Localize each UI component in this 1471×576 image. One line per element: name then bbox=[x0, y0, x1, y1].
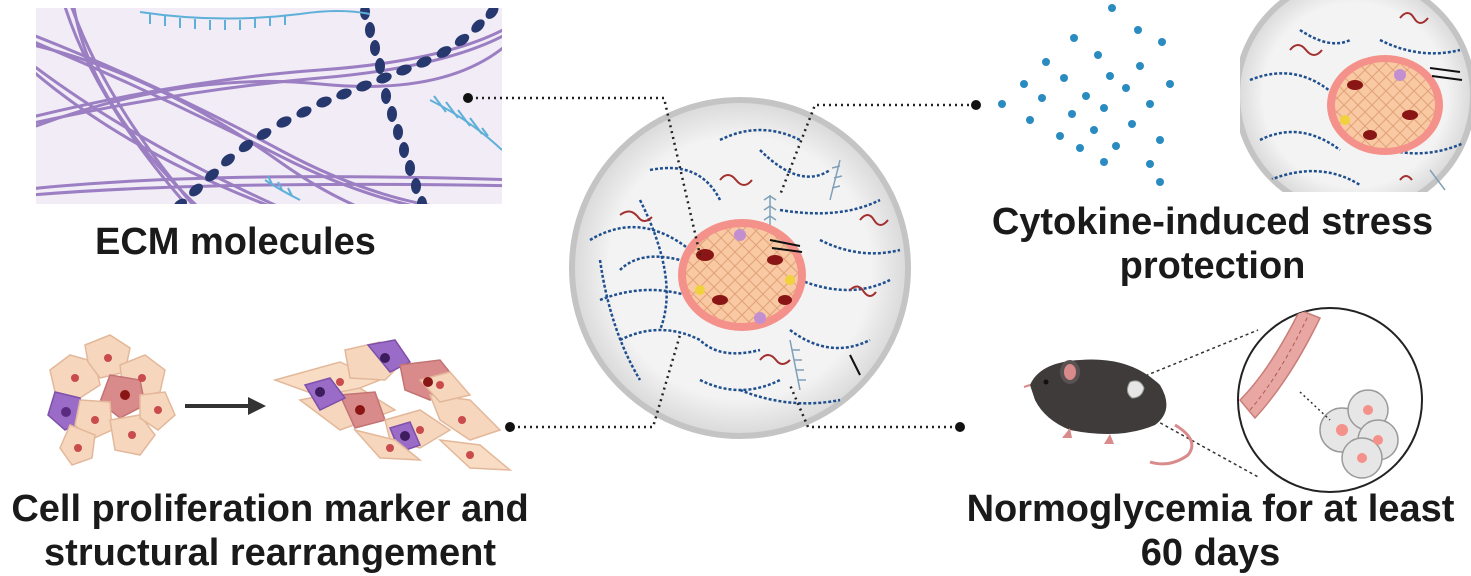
cell-proliferation-caption: Cell proliferation marker and structural… bbox=[0, 487, 540, 575]
cytokine-particles bbox=[998, 4, 1174, 186]
laminin-strand bbox=[139, 10, 502, 201]
fibronectin-chain bbox=[173, 8, 499, 204]
normo-caption-line1: Normoglycemia for at least bbox=[966, 488, 1455, 530]
ecm-molecules-panel bbox=[36, 8, 502, 204]
islet bbox=[678, 219, 806, 331]
connector-endpoints bbox=[463, 93, 981, 432]
ecm-molecules-caption: ECM molecules bbox=[95, 220, 535, 264]
capsule-closeup bbox=[1240, 0, 1471, 192]
cell-caption-line2: structural rearrangement bbox=[44, 532, 496, 574]
cell-cluster-before bbox=[47, 334, 176, 466]
mouse bbox=[1023, 359, 1194, 466]
normoglycemia-caption: Normoglycemia for at least 60 days bbox=[950, 487, 1471, 575]
ecm-caption-text: ECM molecules bbox=[95, 221, 376, 263]
zoom-guides bbox=[1139, 329, 1261, 479]
normo-caption-line2: 60 days bbox=[1140, 532, 1281, 574]
alginate-capsule bbox=[569, 97, 911, 439]
connector-lines bbox=[470, 96, 975, 429]
zoom-inset bbox=[1237, 307, 1423, 493]
fibronectin-chain bbox=[360, 8, 427, 204]
cell-caption-line1: Cell proliferation marker and bbox=[11, 488, 529, 530]
cell-cluster-after bbox=[272, 339, 513, 471]
cytokine-caption-line2: protection bbox=[1119, 245, 1306, 287]
arrow-right-icon bbox=[185, 397, 266, 415]
cytokine-caption: Cytokine-induced stress protection bbox=[960, 200, 1465, 288]
cytokine-caption-line1: Cytokine-induced stress bbox=[991, 201, 1434, 243]
